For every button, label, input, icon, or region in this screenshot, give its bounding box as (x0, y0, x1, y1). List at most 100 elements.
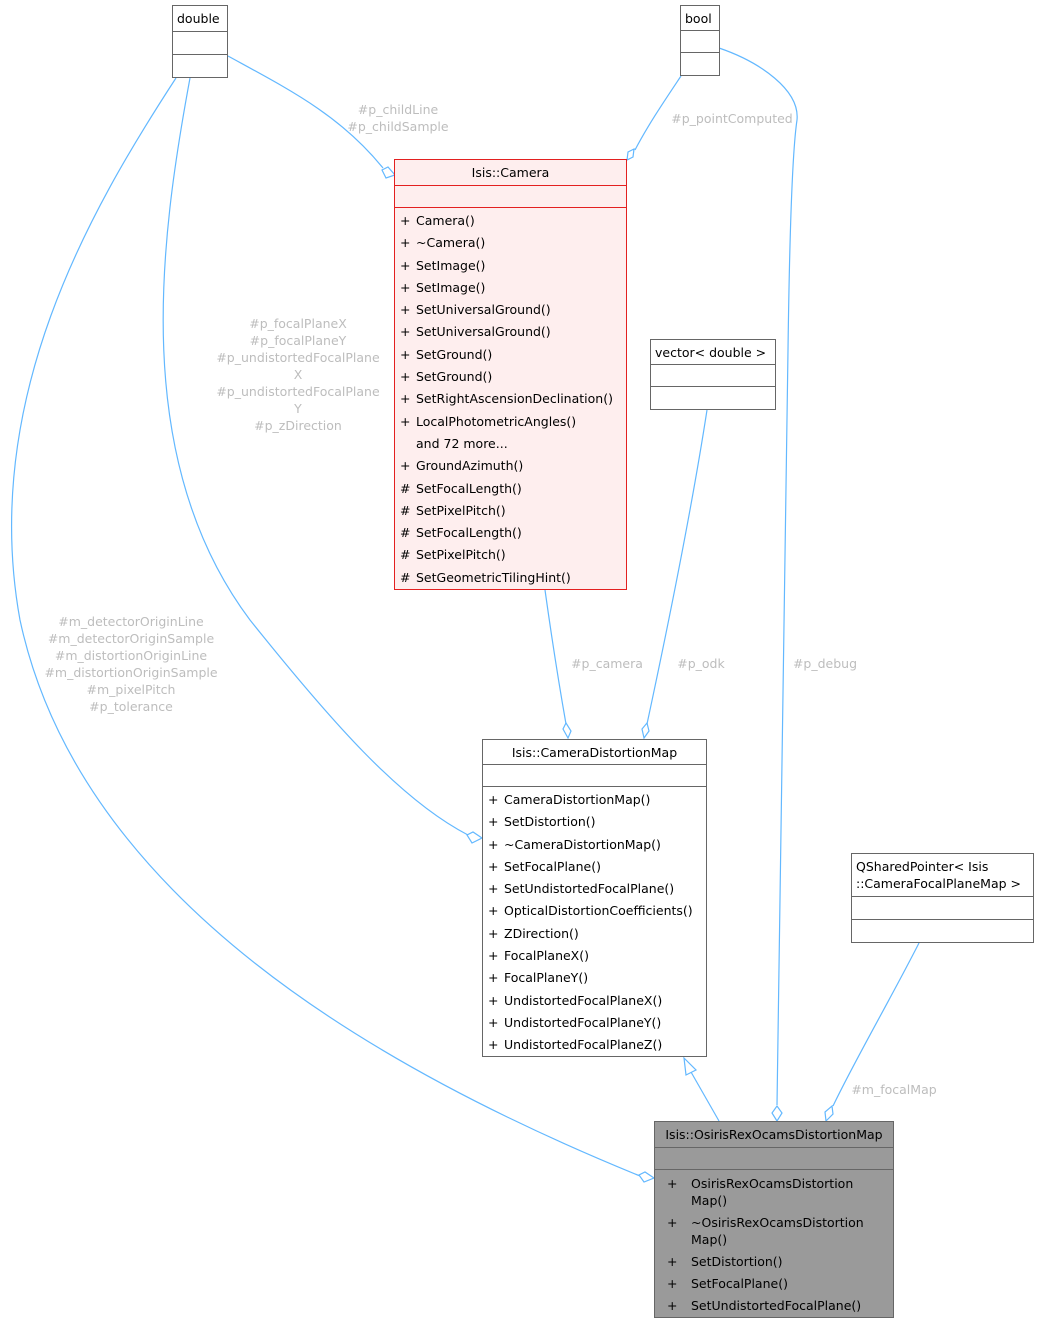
edge-label-line: #p_undistortedFocalPlane (216, 350, 380, 365)
ocams-member-setdistortion[interactable]: + SetDistortion() (655, 1253, 893, 1270)
member-name: LocalPhotometricAngles() (416, 413, 577, 429)
class-isis-camera-methods: +Camera()+~Camera()+SetImage()+SetImage(… (395, 208, 626, 589)
edge-label-line: #p_focalPlaneY (249, 333, 347, 348)
edge-label-line: #p_tolerance (89, 699, 173, 714)
member-name: SetUndistortedFocalPlane() (504, 881, 675, 897)
visibility-marker: + (667, 1254, 678, 1269)
class-isis-camera-attributes (395, 186, 626, 208)
visibility-marker: + (488, 948, 499, 964)
class-double[interactable]: double (172, 5, 228, 78)
camera-member-setpixelpitch[interactable]: # SetPixelPitch() (395, 544, 626, 566)
camera-member-setuniversalground[interactable]: +SetUniversalGround() (395, 321, 626, 343)
camera-member-localphotometricangles[interactable]: +LocalPhotometricAngles() (395, 411, 626, 433)
aggregation-diamond-camera-left (381, 166, 397, 179)
edge-double-to-distortionmap (162, 77, 469, 836)
class-bool-methods (681, 53, 719, 75)
edge-label-line: Y (294, 401, 302, 416)
member-name: SetFocalLength() (416, 480, 522, 496)
member-name: SetDistortion() (691, 1253, 881, 1270)
visibility-marker: + (488, 792, 499, 807)
edge-label-point-computed: #p_pointComputed (664, 110, 800, 127)
class-qsharedpointer-focalplanemap[interactable]: QSharedPointer< Isis ::CameraFocalPlaneM… (851, 853, 1034, 943)
edge-camera-to-distortionmap (544, 589, 567, 725)
member-name: SetGround() (416, 369, 493, 385)
visibility-marker: # (400, 569, 411, 585)
edge-label-focal-plane: #p_focalPlaneX #p_focalPlaneY #p_undistort… (208, 315, 388, 434)
visibility-marker: # (400, 502, 411, 518)
edge-bool-to-camera (634, 75, 682, 151)
camera-member-setfocallength[interactable]: #SetFocalLength() (395, 478, 626, 500)
visibility-marker: # (400, 547, 411, 563)
distortion-map-member-undistortedfocalplaney[interactable]: + UndistortedFocalPlaneY() (483, 1012, 706, 1034)
camera-member-camera[interactable]: +~Camera() (395, 232, 626, 254)
visibility-marker: + (400, 257, 411, 273)
class-bool[interactable]: bool (680, 5, 720, 76)
camera-member-setimage[interactable]: +SetImage() (395, 277, 626, 299)
member-name: CameraDistortionMap() (504, 792, 651, 807)
class-isis-camera[interactable]: Isis::Camera +Camera()+~Camera()+SetImag… (394, 159, 627, 590)
member-name: UndistortedFocalPlaneY() (504, 1014, 662, 1030)
camera-member-setrightascensiondeclination[interactable]: +SetRightAscensionDeclination() (395, 388, 626, 410)
edge-label-line: #m_distortionOriginLine (54, 648, 208, 663)
class-camera-distortion-map[interactable]: Isis::CameraDistortionMap +CameraDistort… (482, 739, 707, 1057)
edge-label-line: #p_odk (677, 656, 725, 671)
camera-member-setground[interactable]: +SetGround() (395, 344, 626, 366)
member-name-line: Map() (691, 1232, 728, 1247)
edge-bool-to-ocams (718, 47, 798, 1106)
visibility-marker: + (400, 458, 411, 474)
distortion-map-member-cameradistortionmap[interactable]: +~CameraDistortionMap() (483, 834, 706, 856)
camera-member-setgeometrictilinghint[interactable]: #SetGeometricTilingHint() (395, 567, 626, 589)
aggregation-diamond-distortionmap-left (466, 831, 484, 844)
edge-double-to-camera (227, 55, 384, 169)
camera-member-camera[interactable]: +Camera() (395, 210, 626, 232)
edge-label-line: #p_camera (571, 656, 643, 671)
edge-label-line: #p_focalPlaneX (249, 316, 347, 331)
member-name: SetGround() (416, 346, 493, 362)
distortion-map-member-undistortedfocalplanez[interactable]: +UndistortedFocalPlaneZ() (483, 1034, 706, 1056)
class-isis-camera-title: Isis::Camera (395, 160, 626, 186)
camera-member-and-72-more[interactable]: and 72 more... (395, 433, 626, 455)
edge-label-debug: #p_debug (782, 655, 868, 672)
camera-member-setground[interactable]: + SetGround() (395, 366, 626, 388)
visibility-marker: + (488, 1037, 499, 1053)
class-ocams-attributes (655, 1148, 893, 1170)
visibility-marker: + (667, 1215, 678, 1230)
distortion-map-member-focalplanex[interactable]: +FocalPlaneX() (483, 945, 706, 967)
ocams-member-setfocalplane[interactable]: +SetFocalPlane() (655, 1275, 893, 1292)
class-vector-double[interactable]: vector< double > (650, 339, 776, 410)
member-name: OpticalDistortionCoefficients() (504, 903, 693, 919)
distortion-map-member-focalplaney[interactable]: + FocalPlaneY() (483, 967, 706, 989)
camera-member-setuniversalground[interactable]: +SetUniversalGround() (395, 299, 626, 321)
visibility-marker: + (488, 903, 499, 919)
visibility-marker: + (488, 970, 499, 986)
member-name: FocalPlaneY() (504, 970, 589, 986)
visibility-marker: + (400, 302, 411, 318)
distortion-map-member-zdirection[interactable]: +ZDirection() (483, 923, 706, 945)
distortion-map-member-setdistortion[interactable]: +SetDistortion() (483, 811, 706, 833)
member-name-line: ~OsirisRexOcamsDistortion (691, 1215, 864, 1230)
aggregation-diamond-ocams-top-2 (824, 1104, 834, 1123)
distortion-map-member-undistortedfocalplanex[interactable]: +UndistortedFocalPlaneX() (483, 990, 706, 1012)
visibility-marker: + (400, 213, 411, 228)
class-camera-distortion-map-attributes (483, 765, 706, 787)
distortion-map-member-setundistortedfocalplane[interactable]: +SetUndistortedFocalPlane() (483, 878, 706, 900)
visibility-marker: + (400, 369, 411, 385)
visibility-marker: + (488, 1014, 499, 1030)
distortion-map-member-cameradistortionmap[interactable]: + CameraDistortionMap() (483, 789, 706, 811)
member-name: SetPixelPitch() (416, 547, 506, 563)
camera-member-setfocallength[interactable]: #SetFocalLength() (395, 522, 626, 544)
class-osirisrex-ocams-distortion-map[interactable]: Isis::OsirisRexOcamsDistortionMap +Osiri… (654, 1121, 894, 1318)
edge-label-line: #p_childLine (357, 102, 439, 117)
camera-member-groundazimuth[interactable]: +GroundAzimuth() (395, 455, 626, 477)
member-name: SetFocalPlane() (504, 858, 601, 874)
distortion-map-member-setfocalplane[interactable]: +SetFocalPlane() (483, 856, 706, 878)
distortion-map-member-opticaldistortioncoefficients[interactable]: + OpticalDistortionCoefficients() (483, 900, 706, 922)
ocams-member-setundistortedfocalplane[interactable]: +SetUndistortedFocalPlane() (655, 1297, 893, 1314)
visibility-marker: + (400, 279, 411, 295)
camera-member-setimage[interactable]: +SetImage() (395, 255, 626, 277)
edge-label-line: #m_distortionOriginSample (44, 665, 218, 680)
camera-member-setpixelpitch[interactable]: #SetPixelPitch() (395, 500, 626, 522)
